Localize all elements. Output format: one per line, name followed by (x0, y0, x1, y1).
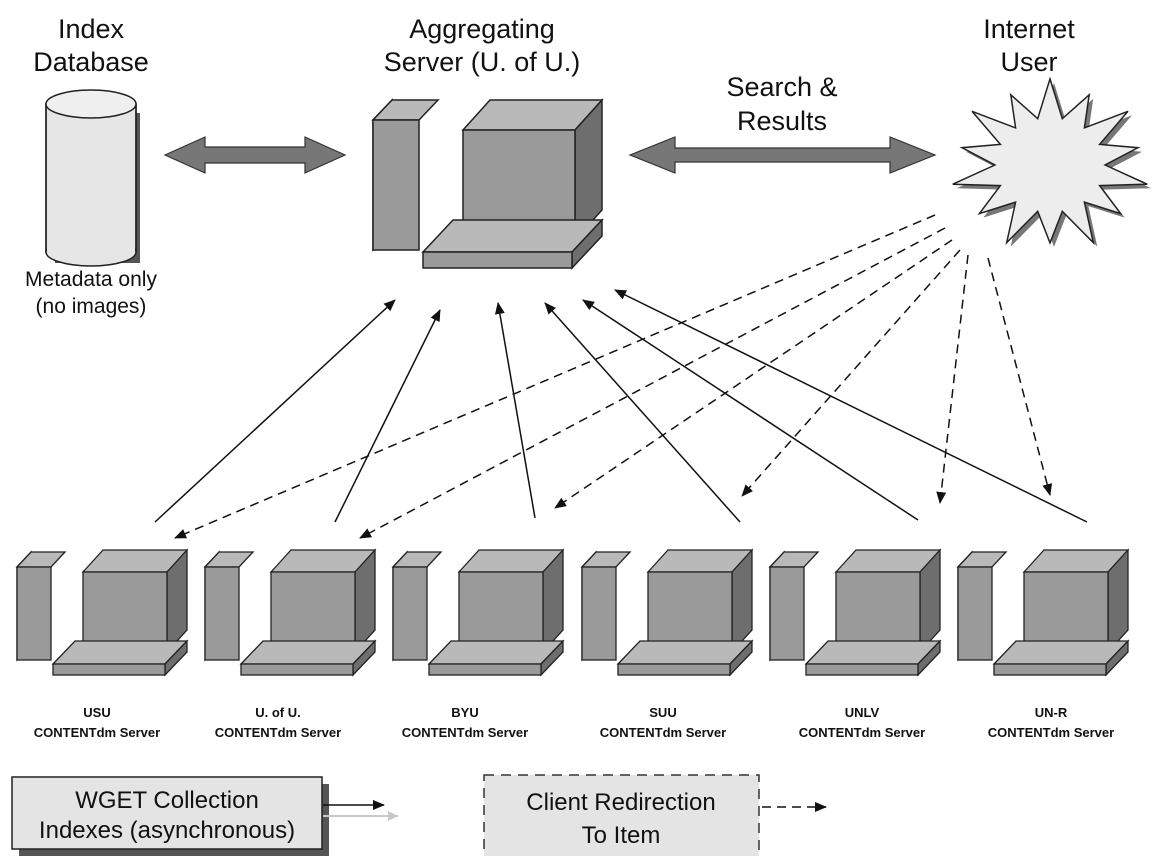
db-aggregator-double-arrow-icon (163, 136, 347, 174)
svg-text:UN-R: UN-R (1035, 705, 1068, 720)
content-server-u-of-u-icon (203, 548, 377, 677)
contentdm-server-row (15, 548, 1130, 677)
index-db-note-1: Metadata only (25, 268, 157, 291)
svg-text:CONTENTdm Server: CONTENTdm Server (402, 725, 528, 740)
server-label-byu: BYU CONTENTdm Server (402, 705, 528, 740)
aggregator-title-1: Aggregating (409, 14, 555, 44)
svg-text:To Item: To Item (582, 822, 661, 849)
search-results-double-arrow-icon (628, 136, 937, 174)
search-results-label-2: Results (737, 106, 827, 136)
content-server-byu-icon (391, 548, 565, 677)
connector-lines (154, 214, 1088, 539)
internet-user-starburst-icon (952, 76, 1152, 247)
aggregator-title-2: Server (U. of U.) (384, 47, 581, 77)
wget-index-arrow-u-of-u (334, 309, 441, 523)
client-redirect-arrow-suu (741, 249, 961, 497)
content-server-unlv-icon (768, 548, 942, 677)
svg-text:UNLV: UNLV (845, 705, 880, 720)
client-redirect-arrow-byu (554, 239, 953, 509)
svg-text:CONTENTdm Server: CONTENTdm Server (988, 725, 1114, 740)
server-label-unlv: UNLV CONTENTdm Server (799, 705, 925, 740)
client-redirect-arrow-usu (174, 214, 936, 539)
svg-text:Indexes (asynchronous): Indexes (asynchronous) (39, 817, 295, 844)
index-database-cylinder-icon (45, 89, 140, 267)
svg-text:WGET Collection: WGET Collection (75, 787, 259, 814)
svg-text:U. of U.: U. of U. (255, 705, 301, 720)
server-label-u-of-u: U. of U. CONTENTdm Server (215, 705, 341, 740)
svg-text:USU: USU (83, 705, 110, 720)
content-server-usu-icon (15, 548, 189, 677)
server-label-usu: USU CONTENTdm Server (34, 705, 160, 740)
internet-user-title-2: User (1000, 47, 1057, 77)
index-db-title-2: Database (33, 47, 149, 77)
wget-index-arrow-suu (544, 302, 741, 523)
index-db-note-2: (no images) (36, 295, 147, 318)
aggregating-server-icon (371, 98, 604, 270)
svg-text:CONTENTdm Server: CONTENTdm Server (215, 725, 341, 740)
svg-text:CONTENTdm Server: CONTENTdm Server (34, 725, 160, 740)
svg-text:SUU: SUU (649, 705, 676, 720)
content-server-un-r-icon (956, 548, 1130, 677)
legend-wget: WGET Collection Indexes (asynchronous) (11, 776, 398, 856)
server-label-un-r: UN-R CONTENTdm Server (988, 705, 1114, 740)
search-results-label-1: Search & (726, 72, 837, 102)
wget-index-arrow-usu (154, 299, 396, 523)
wget-index-arrow-unlv (582, 299, 919, 521)
svg-text:CONTENTdm Server: CONTENTdm Server (600, 725, 726, 740)
index-db-title-1: Index (58, 14, 125, 44)
client-redirect-arrow-u-of-u (359, 227, 946, 539)
wget-index-arrow-un-r (614, 289, 1088, 523)
svg-text:BYU: BYU (451, 705, 478, 720)
wget-index-arrow-byu (494, 302, 536, 519)
internet-user-title-1: Internet (983, 14, 1075, 44)
content-server-suu-icon (580, 548, 754, 677)
svg-text:CONTENTdm Server: CONTENTdm Server (799, 725, 925, 740)
client-redirect-arrow-unlv (936, 254, 969, 504)
legend-client-redirect: Client Redirection To Item (483, 774, 827, 856)
client-redirect-arrow-un-r (987, 257, 1053, 496)
server-label-suu: SUU CONTENTdm Server (600, 705, 726, 740)
svg-text:Client Redirection: Client Redirection (526, 789, 715, 816)
